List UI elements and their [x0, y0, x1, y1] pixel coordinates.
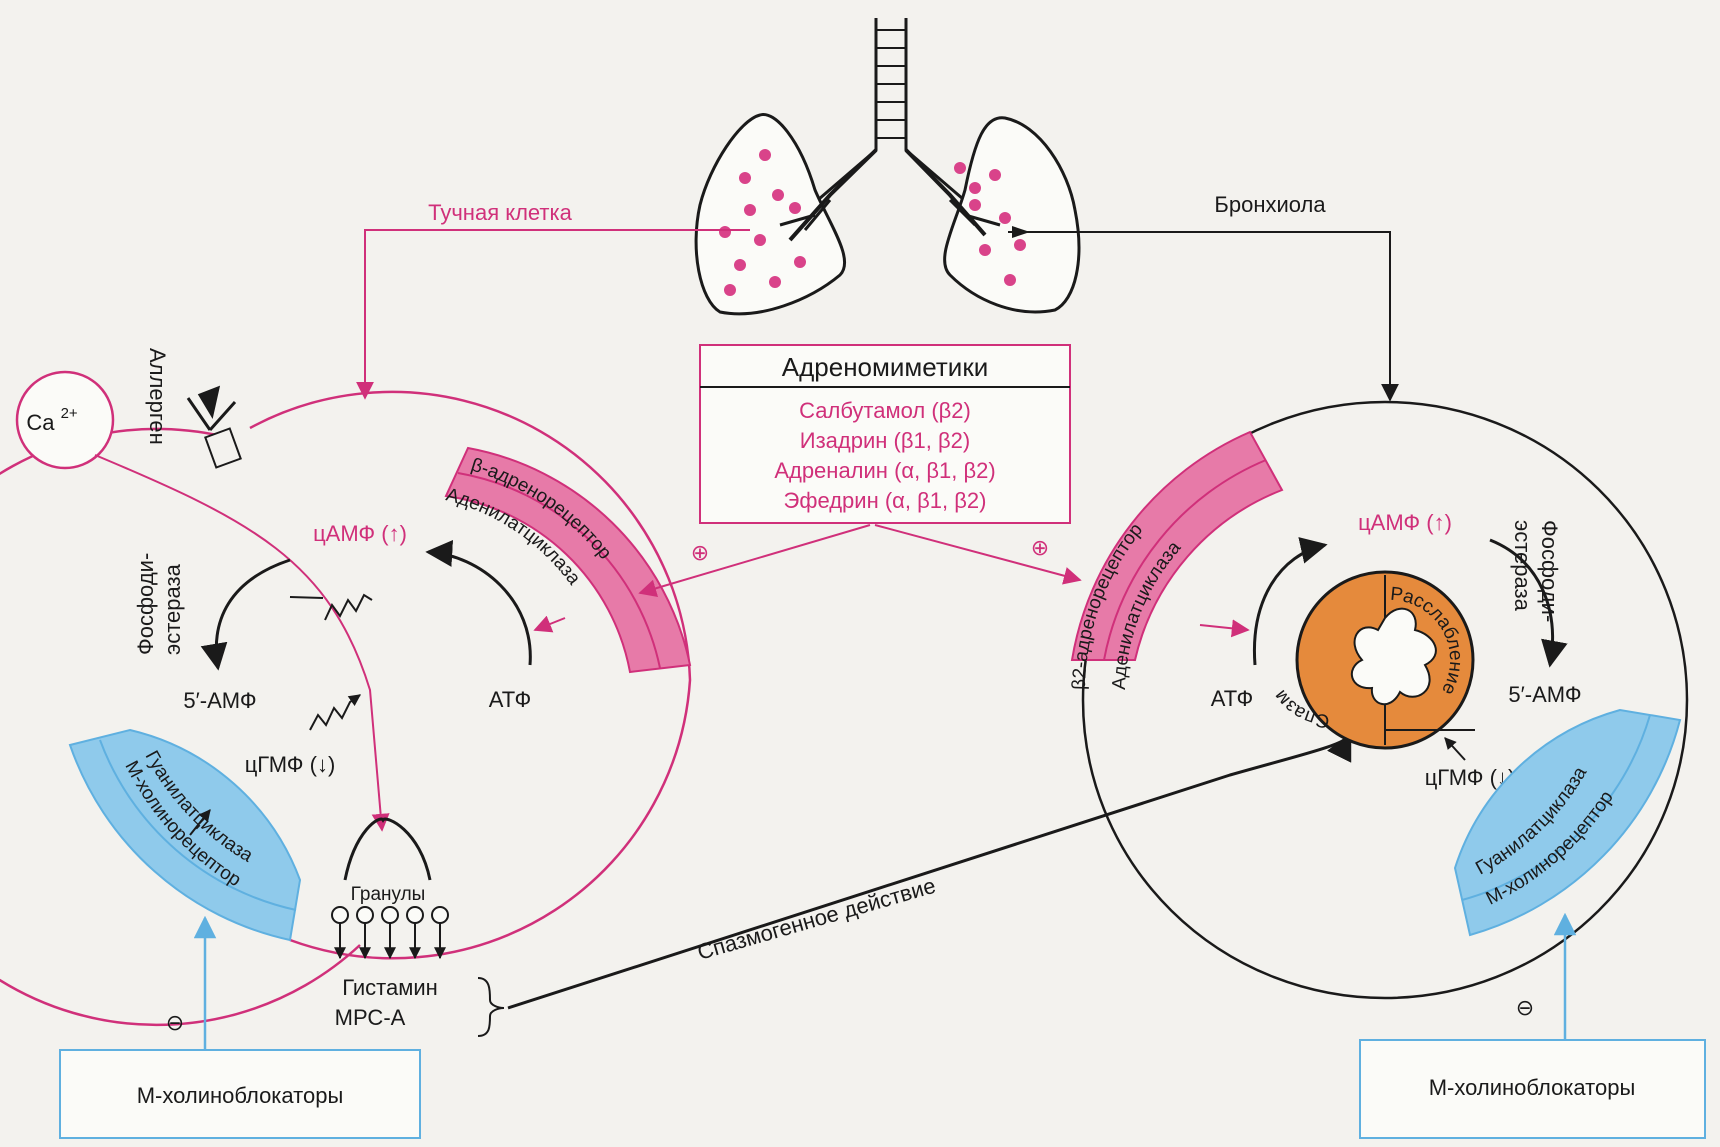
pde-label-right-1: Фосфоди-	[1537, 520, 1562, 622]
amp-label: 5′-АМФ	[183, 688, 256, 713]
granules	[332, 907, 448, 923]
adrenomimetics-title: Адреномиметики	[782, 352, 988, 382]
mast-cell-label: Тучная клетка	[428, 200, 572, 225]
cgmp-label: цГМФ (↓)	[245, 752, 336, 777]
atp-label: АТФ	[489, 687, 531, 712]
m-cholinoblockers-left-label: М-холиноблокаторы	[137, 1083, 344, 1108]
lungs-illustration	[696, 18, 1079, 314]
minus-right: ⊖	[1516, 995, 1534, 1020]
allergen-label: Аллерген	[145, 348, 170, 445]
calcium-label: Ca	[26, 410, 55, 435]
agonist-arrow-right	[875, 525, 1080, 580]
camp-label-right: цАМФ (↑)	[1358, 510, 1452, 535]
camp-to-amp-arrow	[216, 560, 290, 668]
adrenomimetic-item: Изадрин (β1, β2)	[800, 428, 970, 453]
spasmogenic-label: Спазмогенное действие	[694, 873, 938, 965]
trachea	[812, 18, 970, 205]
mrsa-label: МРС-А	[335, 1005, 406, 1030]
plus-right: ⊕	[1031, 535, 1049, 560]
adrenomimetics-box: Адреномиметики Салбутамол (β2) Изадрин (…	[700, 345, 1070, 523]
atp-to-camp-arrow	[428, 552, 530, 665]
plus-left: ⊕	[691, 540, 709, 565]
spasmogenic-arrow	[508, 735, 1350, 1008]
adrenomimetic-item: Салбутамол (β2)	[799, 398, 971, 423]
atp-label-right: АТФ	[1211, 686, 1253, 711]
cgmp-zigzag	[310, 695, 360, 730]
histamine-label: Гистамин	[342, 975, 438, 1000]
mediators-brace	[478, 978, 504, 1036]
m-cholinoblockers-right: М-холиноблокаторы ⊖	[1360, 915, 1705, 1138]
granule-release-arrows	[340, 923, 440, 958]
calcium-charge: 2+	[61, 405, 78, 422]
adrenomimetic-item: Эфедрин (α, β1, β2)	[784, 488, 987, 513]
mast-cell-connector	[365, 230, 750, 398]
bronchiole-label: Бронхиола	[1214, 192, 1326, 217]
camp-label: цАМФ (↑)	[313, 521, 407, 546]
allergen-icon	[188, 388, 235, 430]
minus-left: ⊖	[166, 1010, 184, 1035]
amp-label-right: 5′-АМФ	[1508, 682, 1581, 707]
granule-fork	[345, 819, 430, 880]
granules-label: Гранулы	[351, 884, 426, 905]
mast-cell-membrane	[0, 429, 360, 1025]
m-cholinoblockers-right-label: М-холиноблокаторы	[1429, 1075, 1636, 1100]
pde-label-2: эстераза	[160, 563, 185, 655]
agonist-arrow-left	[640, 525, 870, 593]
pde-label-1: Фосфоди-	[133, 553, 158, 655]
pde-label-right-2: эстераза	[1510, 520, 1535, 612]
adrenomimetic-item: Адреналин (α, β1, β2)	[774, 458, 995, 483]
